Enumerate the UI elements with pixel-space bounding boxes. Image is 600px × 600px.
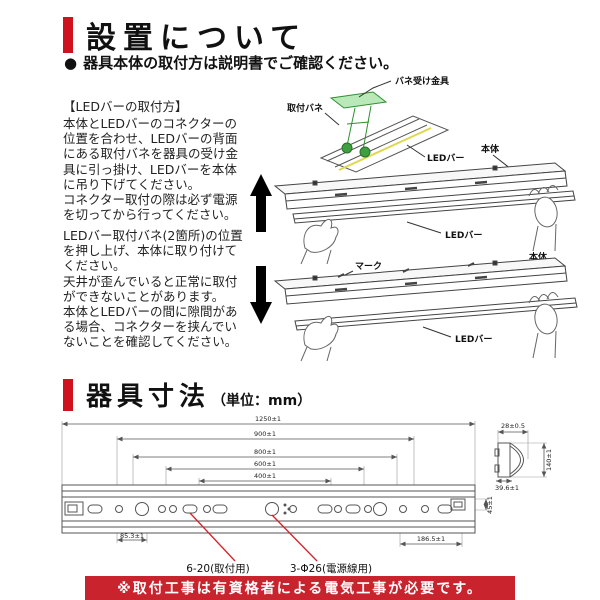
mount-paragraph-1: 本体とLEDバーのコネクターの 位置を合わせ、LEDバーの背面 にある取付バネを… (63, 116, 239, 223)
dimension-title: 器具寸法（単位：mm） (86, 376, 311, 413)
dim-pitch-400: 400±1 (254, 472, 276, 480)
dim-section-depth: 28±0.5 (501, 422, 525, 430)
fixture-bar-top-view (61, 484, 476, 534)
cross-section-view (494, 442, 524, 478)
dim-pitch-900: 900±1 (254, 430, 276, 438)
warning-text: ※取付工事は有資格者による電気工事が必要です。 (117, 581, 483, 597)
frame-edge-highlight (338, 127, 432, 171)
leader-power-holes (271, 514, 318, 562)
label-led-bar-1: LEDバー (445, 230, 482, 241)
leader-led-bar-1 (406, 221, 442, 234)
mount-paragraph-2: LEDバー取付バネ(2箇所)の位置 を押し上げ、本体に取り付けて ください。 天… (63, 228, 243, 350)
label-mount-spring: 取付バネ (287, 102, 323, 114)
label-mark: マーク (355, 261, 382, 272)
dim-bracket-height: 45±1 (486, 496, 494, 514)
warning-banner: ※取付工事は有資格者による電気工事が必要です。 (85, 576, 515, 600)
leader-mounting-holes (189, 512, 236, 562)
dim-section-flat: 39.6±1 (495, 484, 519, 492)
dim-left-offset: 85.3±1 (120, 532, 144, 540)
leader-mount-spring (324, 112, 340, 126)
label-power-holes: 3-Φ26(電源線用) (290, 562, 372, 575)
led-bar-mount-subheading: 【LEDバーの取付方】 (63, 99, 188, 114)
dimension-lines (61, 421, 547, 547)
bullet-icon: ● (64, 54, 78, 72)
label-led-bar-2: LEDバー (455, 334, 492, 345)
hand-left-2 (300, 316, 339, 362)
leader-led-bar-2 (422, 326, 452, 338)
label-spring-bracket: バネ受け金具 (395, 75, 449, 87)
dimension-title-text: 器具寸法 (86, 382, 211, 412)
up-arrow-icon (250, 174, 272, 232)
hand-left-1 (300, 219, 339, 265)
hand-right-2 (528, 292, 559, 359)
install-note: ● 器具本体の取付方は説明書でご確認ください。 (64, 52, 398, 73)
dim-pitch-600: 600±1 (254, 460, 276, 468)
dim-pitch-800: 800±1 (254, 448, 276, 456)
dim-total-length: 1250±1 (255, 415, 281, 423)
installation-diagrams: バネ受け金具 取付バネ LEDバー 本体 (250, 75, 578, 362)
leader-spring-bracket (358, 80, 392, 98)
dimension-section-header: 器具寸法（単位：mm） (63, 376, 311, 413)
fixture-body-1 (273, 162, 568, 210)
accent-bar (63, 17, 73, 53)
down-arrow-icon (250, 266, 272, 324)
label-body-1: 本体 (481, 143, 500, 155)
dim-right-offset: 186.5±1 (417, 535, 445, 543)
led-bar-2 (294, 297, 578, 331)
fixture-body-2 (273, 257, 568, 305)
dimension-drawing: 1250±1 900±1 800±1 600±1 400±1 85.3±1 18… (61, 415, 553, 575)
label-led-bar-detail: LEDバー (427, 153, 464, 164)
install-title: 設置について (86, 21, 308, 56)
install-section-header: 設置について (63, 13, 307, 57)
label-mounting-holes: 6-20(取付用) (186, 562, 250, 575)
dim-section-width: 140±1 (545, 449, 553, 471)
spring-bracket-illustration (329, 91, 388, 158)
accent-bar-2 (63, 378, 73, 411)
hand-right-1 (528, 185, 559, 252)
install-note-text: 器具本体の取付方は説明書でご確認ください。 (83, 54, 399, 72)
led-bar-1 (292, 190, 576, 224)
leader-led-bar-detail (406, 144, 426, 158)
dimension-unit: （単位：mm） (212, 393, 312, 409)
